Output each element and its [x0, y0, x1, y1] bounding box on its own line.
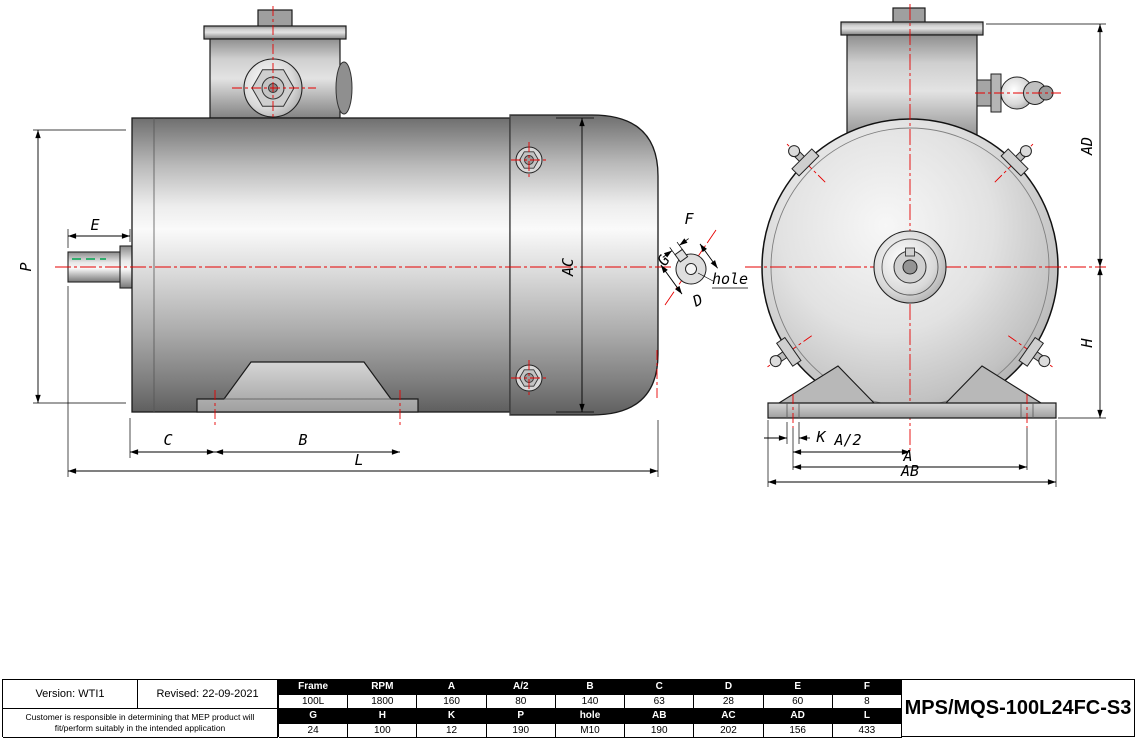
dim-table-value-cell: 12 [417, 723, 487, 738]
dimension-P: P [17, 129, 126, 404]
dimension-L: L [67, 286, 659, 477]
dim-label-P: P [17, 262, 35, 271]
dim-table-value-cell: 1800 [348, 694, 418, 709]
dim-table-value-cell: 160 [417, 694, 487, 709]
revision-block: Version: WTI1 Revised: 22-09-2021 Custom… [2, 679, 278, 738]
dimension-C: C [129, 418, 215, 458]
dim-table-value-cell: 433 [832, 723, 902, 738]
dimension-table: Frame RPM A A/2 B C D E F 100L 1800 160 … [278, 679, 902, 738]
dim-table-header-cell: G [279, 709, 349, 724]
dimension-A-half: A/2 [792, 428, 910, 470]
dim-table-value-cell: 202 [694, 723, 764, 738]
mounting-lug-bl [769, 336, 802, 368]
dim-label-H: H [1078, 338, 1096, 349]
mounting-lug-tr [1000, 145, 1032, 177]
dim-label-C: C [163, 431, 172, 449]
dimension-E: E [67, 216, 131, 248]
dim-label-AD: AD [1078, 137, 1096, 156]
hole-leader [697, 272, 714, 282]
hub-keyway [905, 247, 915, 257]
dimension-AC: AC [556, 117, 594, 413]
dim-table-value-cell: 8 [832, 694, 902, 709]
dim-label-AB: AB [900, 462, 919, 480]
dimension-AD: AD [986, 23, 1106, 267]
keyway [674, 248, 689, 263]
dim-label-K: K [815, 428, 826, 446]
dim-label-hole: hole [712, 270, 748, 288]
dim-table-value-cell: 100L [279, 694, 349, 709]
mounting-foot-side [196, 361, 419, 413]
cable-gland [975, 73, 1062, 113]
dim-table-value-cell: 190 [486, 723, 556, 738]
dimension-A: A [793, 428, 1028, 470]
dim-label-E: E [90, 216, 99, 234]
terminal-box-knob [257, 9, 293, 29]
shaft-detail: F G D hole [654, 210, 748, 311]
dimension-H: H [1058, 267, 1106, 419]
dim-table-value-cell: M10 [555, 723, 626, 738]
dim-table-header-cell: E [763, 680, 833, 695]
cover-bolt-bottom [511, 360, 547, 396]
dim-table-header-cell: D [694, 680, 764, 695]
dim-table-header-cell: K [417, 709, 487, 724]
dim-table-header-cell: AD [763, 709, 833, 724]
terminal-box-lid-front [840, 21, 984, 36]
dim-table-value-cell: 100 [348, 723, 418, 738]
dim-table-header-cell: C [625, 680, 695, 695]
dim-table-header-cell: A [417, 680, 487, 695]
terminal-box-side [203, 6, 353, 132]
dim-table-header-cell: B [555, 680, 626, 695]
terminal-box-lid [203, 25, 347, 40]
dim-table-header-cell: P [486, 709, 556, 724]
mounting-lug-br [1018, 336, 1051, 368]
dim-table-header-cell: hole [555, 709, 626, 724]
shaft-hub [873, 230, 947, 304]
dim-table-header-cell: Frame [279, 680, 349, 695]
dim-table-value-cell: 24 [279, 723, 349, 738]
dim-label-F: F [684, 210, 694, 228]
dim-label-A: A [902, 447, 912, 465]
dim-table-value-cell: 28 [694, 694, 764, 709]
dim-table-header-cell: F [832, 680, 902, 695]
disclaimer-cell: Customer is responsible in determining t… [3, 709, 278, 738]
front-view: AD H K A/2 A [745, 4, 1106, 487]
dimension-AB: AB [767, 420, 1057, 487]
dim-table-value-cell: 140 [555, 694, 626, 709]
center-hole [685, 263, 697, 275]
side-view: P E AC C B L [17, 6, 672, 477]
dim-table-header-cell: L [832, 709, 902, 724]
dim-label-AC: AC [559, 258, 577, 277]
dim-label-D: D [689, 290, 706, 311]
version-cell: Version: WTI1 [3, 680, 138, 709]
dim-table-header-cell: AB [625, 709, 695, 724]
part-number: MPS/MQS-100L24FC-S3 [901, 679, 1135, 737]
revised-cell: Revised: 22-09-2021 [138, 680, 278, 709]
dim-table-value-cell: 190 [625, 723, 695, 738]
cable-entry-side [335, 61, 353, 115]
dim-table-header-cell: AC [694, 709, 764, 724]
dimension-K: K [764, 422, 826, 446]
dimension-B: B [215, 431, 400, 455]
dim-table-value-cell: 80 [486, 694, 556, 709]
mounting-lug-tl [788, 145, 820, 177]
dim-table-header-cell: A/2 [486, 680, 556, 695]
technical-drawing: P E AC C B L [17, 4, 1106, 487]
dim-table-header-cell: H [348, 709, 418, 724]
title-block: Version: WTI1 Revised: 22-09-2021 Custom… [2, 679, 1135, 738]
dim-table-header-cell: RPM [348, 680, 418, 695]
dim-table-value-cell: 156 [763, 723, 833, 738]
cover-bolt-top [511, 142, 547, 178]
dim-label-B: B [298, 431, 307, 449]
dim-label-L: L [354, 451, 363, 469]
dim-table-value-cell: 63 [625, 694, 695, 709]
dim-table-value-cell: 60 [763, 694, 833, 709]
dim-label-A-half: A/2 [833, 431, 861, 449]
mounting-feet-front [767, 365, 1057, 428]
